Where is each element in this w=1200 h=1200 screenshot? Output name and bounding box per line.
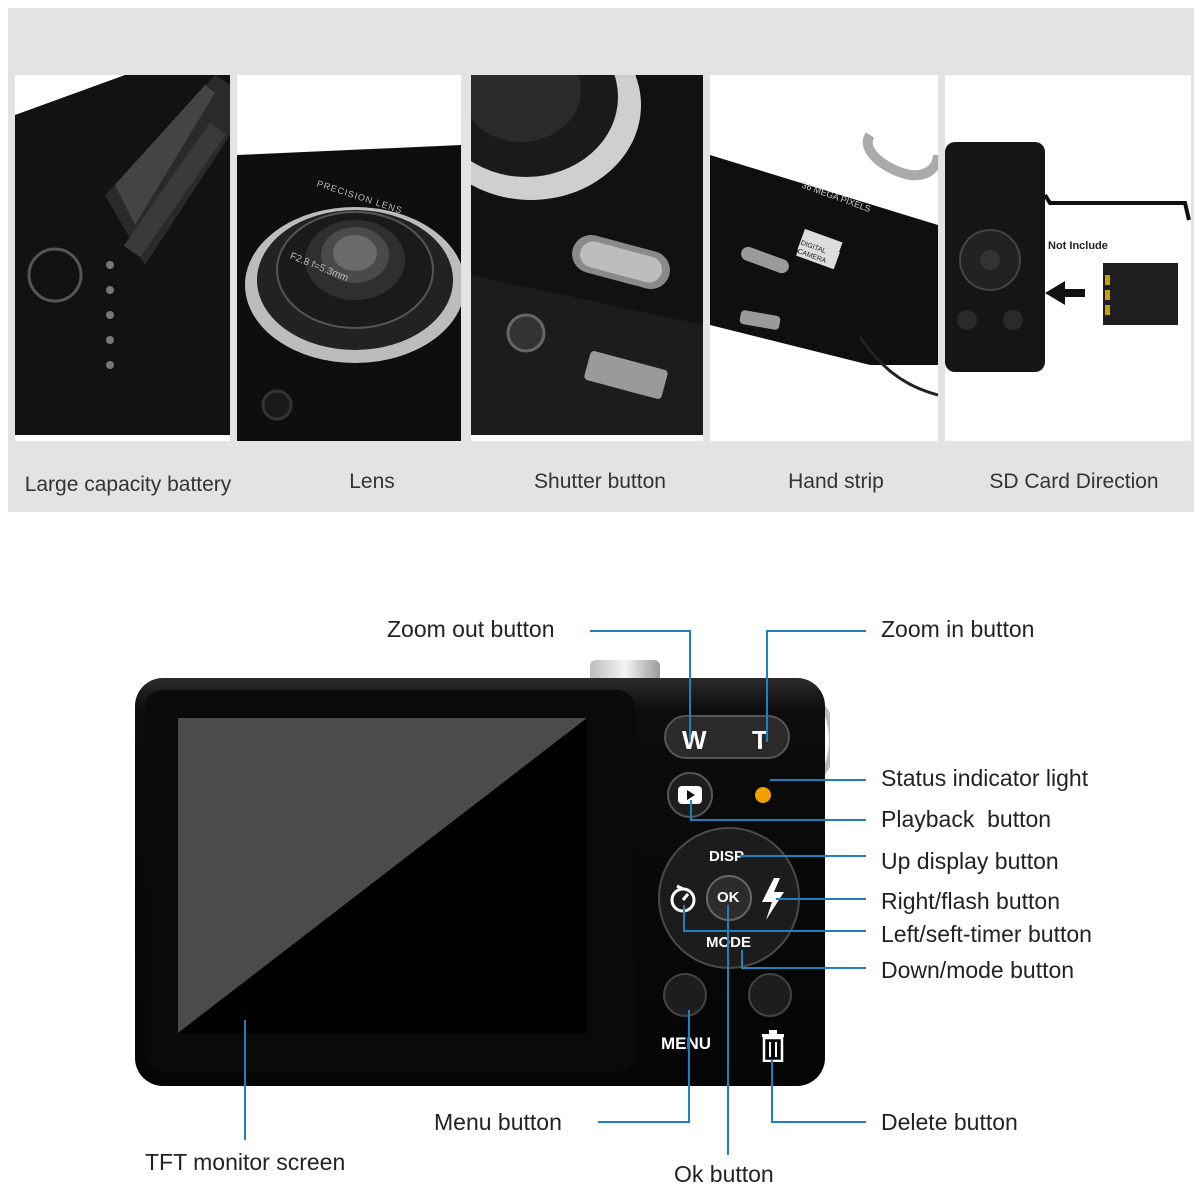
callout-tft-monitor: TFT monitor screen [145,1149,346,1175]
camera-back [135,660,835,1090]
leader-right-flash [776,898,866,900]
zoom-in-t-key[interactable]: T [752,725,768,755]
callout-down-mode: Down/mode button [881,957,1075,983]
callout-left-timer: Left/seft-timer button [881,921,1092,947]
callout-playback: Playback button [881,806,1052,832]
caption-lens: Lens [349,470,395,493]
leader-zoom-in [766,630,866,632]
leader-left-timer [683,930,866,932]
callout-delete: Delete button [881,1109,1018,1135]
callout-zoom-out: Zoom out button [387,616,555,642]
leader-tft-v [244,1020,246,1140]
lens-photo [237,75,461,441]
callout-right-flash: Right/flash button [881,888,1061,914]
callout-status-light: Status indicator light [881,765,1089,791]
leader-ok-v [727,905,729,1155]
leader-zoom-out-v [689,630,691,742]
playback-icon[interactable] [678,786,702,804]
leader-down-mode [741,967,866,969]
status-indicator-led [756,788,772,804]
callout-ok: Ok button [674,1161,774,1187]
disp-key[interactable]: DISP [709,848,745,865]
battery-photo [15,75,230,441]
leader-delete-v [771,1060,773,1122]
leader-playback-v [690,800,692,820]
ok-key[interactable]: OK [717,889,740,906]
leader-zoom-out [590,630,690,632]
leader-up-display [740,855,866,857]
caption-sd-card: SD Card Direction [989,470,1159,493]
caption-shutter: Shutter button [534,470,666,493]
flash-icon[interactable] [760,878,786,925]
leader-menu [598,1121,690,1123]
caption-battery: Large capacity battery [24,473,232,496]
zoom-out-w-key[interactable]: W [682,725,707,755]
leader-playback [690,819,866,821]
callout-zoom-in: Zoom in button [881,616,1035,642]
leader-menu-v [688,1010,690,1122]
callout-up-display: Up display button [881,848,1059,874]
sd-card-photo [945,75,1191,441]
leader-left-timer-v [683,905,685,931]
shutter-photo [471,75,703,441]
menu-key[interactable]: MENU [661,1034,712,1053]
leader-zoom-in-v [766,630,768,742]
sd-not-include-note: Not Include [1048,240,1108,252]
leader-delete [771,1121,866,1123]
leader-down-mode-v [741,950,743,968]
leader-status-light [770,779,866,781]
hand-strap-photo [710,75,938,441]
callout-menu: Menu button [434,1109,562,1135]
caption-hand-strip: Hand strip [788,470,884,493]
delete-trash-icon[interactable] [760,1030,786,1067]
